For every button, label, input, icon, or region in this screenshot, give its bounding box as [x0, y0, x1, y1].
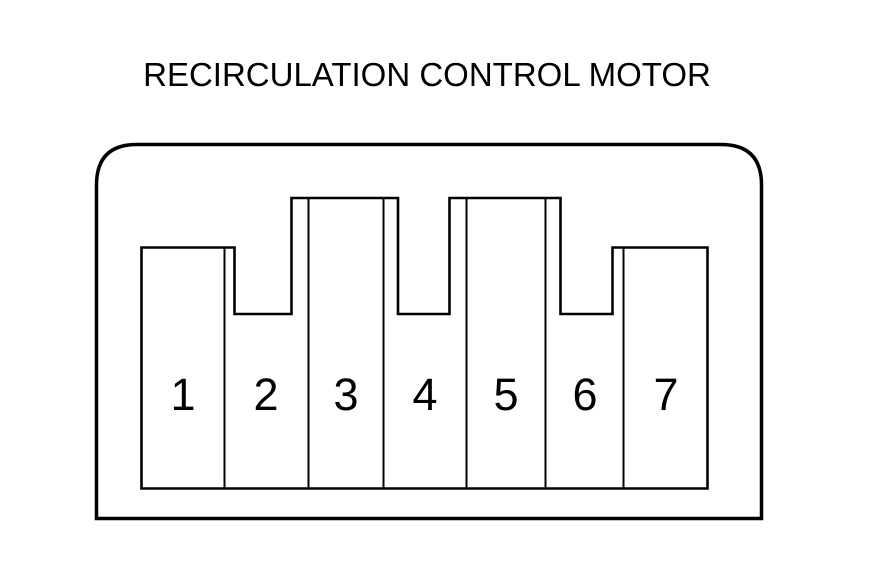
pin-6-label: 6 [572, 369, 598, 420]
pin-3-label: 3 [333, 369, 359, 420]
pin-divider-lines [223, 198, 625, 489]
pin-5-label: 5 [493, 369, 519, 420]
pin-2-label: 2 [253, 369, 279, 420]
connector-housing-outline [94, 142, 764, 521]
pin-1-label: 1 [170, 369, 196, 420]
diagram-title: RECIRCULATION CONTROL MOTOR [143, 56, 711, 93]
pin-cavity-profile [140, 196, 709, 490]
pin-7-label: 7 [653, 369, 679, 420]
pin-4-label: 4 [412, 369, 438, 420]
